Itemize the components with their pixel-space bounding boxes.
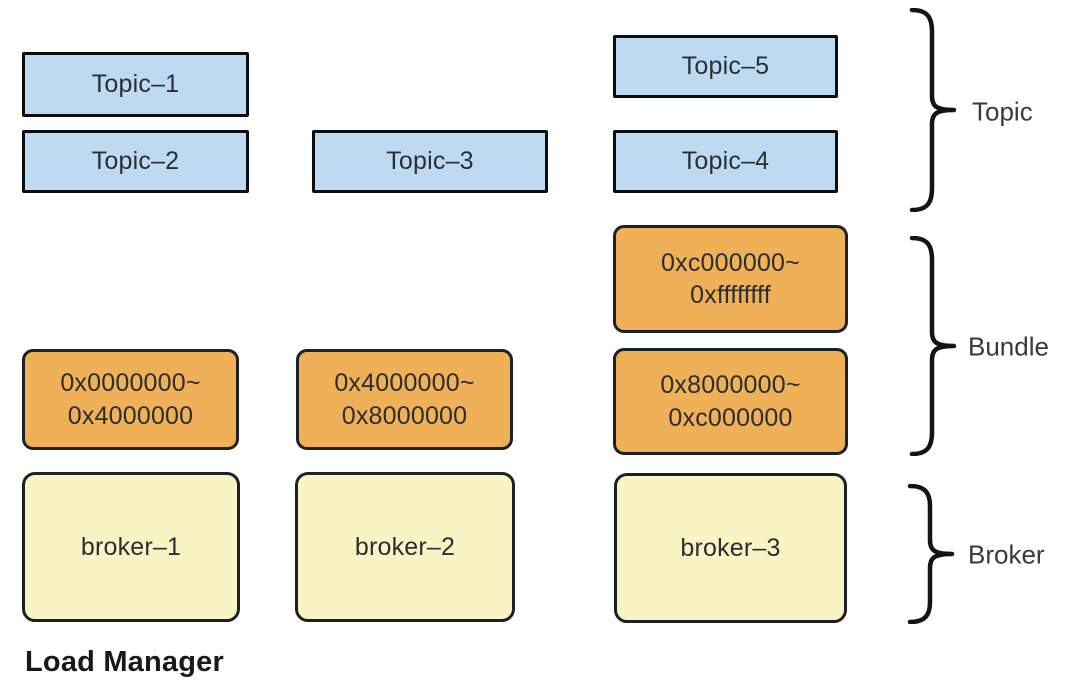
bundle-4-range-end: 0xffffffff <box>690 281 771 309</box>
broker-box-1: broker–1 <box>22 472 240 622</box>
bundle-3-range: 0x8000000~ 0xc000000 <box>660 369 800 434</box>
bundle-box-2: 0x4000000~ 0x8000000 <box>296 349 513 450</box>
bundle-box-1: 0x0000000~ 0x4000000 <box>22 349 239 450</box>
bundle-2-range: 0x4000000~ 0x8000000 <box>334 367 474 432</box>
broker-2-label: broker–2 <box>354 532 456 561</box>
broker-3-label: broker–3 <box>680 533 781 562</box>
topic-3-label: Topic–3 <box>386 147 474 175</box>
topic-5-label: Topic–5 <box>681 52 770 80</box>
topic-box-4: Topic–4 <box>613 130 838 193</box>
topic-box-1: Topic–1 <box>22 52 249 117</box>
bundle-1-range-end: 0x4000000 <box>67 401 194 430</box>
bundle-box-3: 0x8000000~ 0xc000000 <box>613 348 848 455</box>
topic-box-3: Topic–3 <box>312 130 548 193</box>
topic-4-label: Topic–4 <box>681 147 770 175</box>
topic-group-brace-icon <box>908 8 960 212</box>
bundle-3-range-start: 0x8000000~ <box>660 371 801 399</box>
topic-box-2: Topic–2 <box>22 130 249 193</box>
broker-1-label: broker–1 <box>80 532 182 561</box>
bundle-1-range: 0x0000000~ 0x4000000 <box>60 367 200 432</box>
bundle-2-range-start: 0x4000000~ <box>334 369 475 397</box>
group-label-broker: Broker <box>968 539 1045 570</box>
broker-box-3: broker–3 <box>614 473 847 623</box>
bundle-4-range-start: 0xc000000~ <box>661 248 800 277</box>
broker-box-2: broker–2 <box>295 472 515 622</box>
group-label-bundle: Bundle <box>968 331 1049 362</box>
load-manager-title: Load Manager <box>25 646 224 678</box>
bundle-1-range-start: 0x0000000~ <box>60 369 201 397</box>
bundle-3-range-end: 0xc000000 <box>668 403 793 432</box>
broker-group-brace-icon <box>906 484 958 624</box>
bundle-4-range: 0xc000000~ 0xffffffff <box>661 247 800 312</box>
bundle-group-brace-icon <box>908 236 960 456</box>
bundle-box-4: 0xc000000~ 0xffffffff <box>613 225 848 333</box>
bundle-2-range-end: 0x8000000 <box>341 401 468 430</box>
topic-box-5: Topic–5 <box>613 35 838 98</box>
group-label-topic: Topic <box>972 96 1033 127</box>
topic-1-label: Topic–1 <box>91 70 180 98</box>
topic-2-label: Topic–2 <box>91 147 180 175</box>
